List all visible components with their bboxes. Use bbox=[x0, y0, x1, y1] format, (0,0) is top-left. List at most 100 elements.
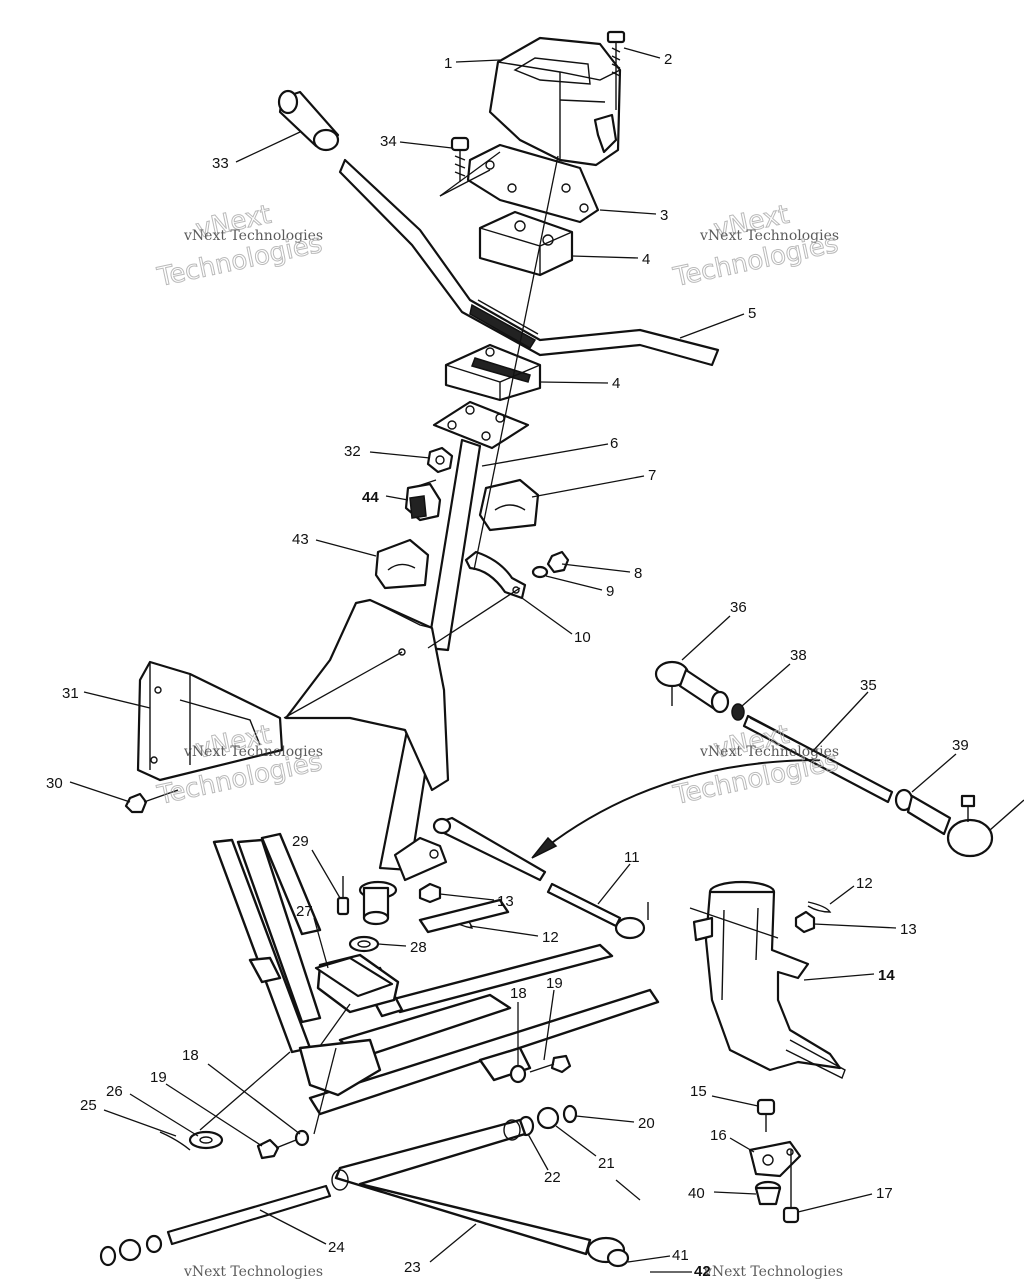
seal-20 bbox=[562, 1104, 578, 1124]
callout-33: 33 bbox=[212, 155, 229, 172]
callout-20: 20 bbox=[638, 1115, 655, 1132]
pad-screw bbox=[606, 30, 626, 110]
callout-1: 1 bbox=[444, 55, 452, 72]
callout-10: 10 bbox=[574, 629, 591, 646]
svg-text:vNext Technologies: vNext Technologies bbox=[699, 228, 839, 244]
cotter-pin-25 bbox=[159, 1131, 191, 1151]
callout-13-right: 13 bbox=[900, 921, 917, 938]
callout-4-upper: 4 bbox=[642, 251, 650, 268]
callout-25: 25 bbox=[80, 1097, 97, 1114]
callout-4-lower: 4 bbox=[612, 375, 620, 392]
plate-bolt bbox=[450, 136, 470, 182]
washer-28 bbox=[348, 935, 380, 953]
bearing-plate bbox=[314, 956, 394, 998]
callout-7: 7 bbox=[648, 467, 656, 484]
callout-14: 14 bbox=[878, 967, 895, 984]
watermark-bottom-left: vNext Technologies bbox=[183, 1264, 323, 1280]
callouts: 1 2 3 4 5 4 6 7 8 9 10 11 12 12 13 13 14 bbox=[46, 47, 969, 1280]
ball-joint-40 bbox=[754, 1180, 782, 1206]
watermark-top-left: vNext vNext Technologies Technologies bbox=[154, 199, 326, 293]
callout-12-right: 12 bbox=[856, 875, 873, 892]
alignment-lines bbox=[199, 151, 779, 1201]
callout-28: 28 bbox=[410, 939, 427, 956]
nut-8 bbox=[546, 550, 570, 574]
callout-9: 9 bbox=[606, 583, 614, 600]
bolt-19-right bbox=[529, 1054, 572, 1074]
callout-15: 15 bbox=[690, 1083, 707, 1100]
callout-17: 17 bbox=[876, 1185, 893, 1202]
callout-3: 3 bbox=[660, 207, 668, 224]
bolt-17 bbox=[782, 1150, 800, 1224]
a-arm bbox=[331, 1118, 626, 1264]
callout-34: 34 bbox=[380, 133, 397, 150]
callout-44: 44 bbox=[362, 489, 379, 506]
ball-joint-41 bbox=[606, 1248, 630, 1268]
callout-18-left: 18 bbox=[182, 1047, 199, 1064]
callout-24: 24 bbox=[328, 1239, 345, 1256]
callout-16: 16 bbox=[710, 1127, 727, 1144]
tie-rod-end-right bbox=[906, 794, 1024, 858]
nut-13-left bbox=[418, 882, 442, 904]
callout-21: 21 bbox=[598, 1155, 615, 1172]
callout-2: 2 bbox=[664, 51, 672, 68]
bushing-right bbox=[478, 478, 540, 532]
callout-42: 42 bbox=[694, 1263, 711, 1280]
callout-27: 27 bbox=[296, 903, 313, 920]
callout-6: 6 bbox=[610, 435, 618, 452]
washer-9 bbox=[531, 565, 549, 579]
callout-11: 11 bbox=[624, 849, 640, 866]
steering-arm bbox=[393, 836, 448, 882]
svg-text:vNext Technologies: vNext Technologies bbox=[183, 744, 323, 760]
bushing-bottom-left bbox=[99, 1234, 163, 1267]
bolt-30 bbox=[124, 789, 179, 814]
watermark-bottom-right: vNext Technologies bbox=[703, 1264, 843, 1280]
bushing-left bbox=[374, 538, 430, 590]
callout-26: 26 bbox=[106, 1083, 123, 1100]
jam-nut-38 bbox=[731, 703, 745, 721]
front-bracket bbox=[136, 660, 284, 782]
assembly-arrow bbox=[531, 759, 821, 859]
steering-support-panel bbox=[284, 598, 450, 792]
bushing-clip bbox=[404, 482, 442, 522]
pivot-tube bbox=[166, 1184, 332, 1246]
watermark-mid-right: vNext vNext Technologies Technologies bbox=[670, 719, 842, 811]
callout-12-left: 12 bbox=[542, 929, 559, 946]
callout-19-right: 19 bbox=[546, 975, 563, 992]
lower-clamp-block bbox=[444, 343, 542, 402]
bolt-19-left bbox=[256, 1138, 297, 1160]
callout-19-left: 19 bbox=[150, 1069, 167, 1086]
grease-fitting bbox=[336, 876, 350, 916]
callout-35: 35 bbox=[860, 677, 877, 694]
washer-18-left bbox=[294, 1129, 310, 1147]
clamp-plate bbox=[466, 143, 600, 224]
svg-text:vNext Technologies: vNext Technologies bbox=[699, 744, 839, 760]
spindle bbox=[692, 880, 846, 1079]
bushing-21 bbox=[536, 1106, 560, 1130]
callout-38: 38 bbox=[790, 647, 807, 664]
washer-18-right bbox=[509, 1064, 527, 1084]
callout-29: 29 bbox=[292, 833, 309, 850]
callout-22: 22 bbox=[544, 1169, 561, 1186]
callout-30: 30 bbox=[46, 775, 63, 792]
spindle-plate bbox=[748, 1140, 802, 1178]
tie-rod-end-left bbox=[654, 660, 730, 714]
nut-13-right bbox=[794, 910, 816, 934]
watermark-top-right: vNext vNext Technologies Technologies bbox=[670, 199, 842, 293]
callout-32: 32 bbox=[344, 443, 361, 460]
cotter-pin-right bbox=[807, 901, 832, 913]
steering-link-rod bbox=[432, 816, 649, 940]
svg-text:vNext Technologies: vNext Technologies bbox=[183, 228, 323, 244]
callout-5: 5 bbox=[748, 305, 756, 322]
steering-strap bbox=[464, 550, 527, 600]
callout-13-left: 13 bbox=[497, 893, 514, 910]
callout-39: 39 bbox=[952, 737, 969, 754]
handlebar-pad bbox=[488, 36, 622, 167]
upper-clamp-block bbox=[478, 210, 574, 277]
svg-text:vNext Technologies: vNext Technologies bbox=[703, 1264, 843, 1280]
nut bbox=[426, 446, 454, 474]
vehicle-frame bbox=[212, 832, 660, 1116]
handlebar-grip bbox=[277, 89, 340, 152]
handlebar bbox=[338, 158, 720, 367]
callout-8: 8 bbox=[634, 565, 642, 582]
